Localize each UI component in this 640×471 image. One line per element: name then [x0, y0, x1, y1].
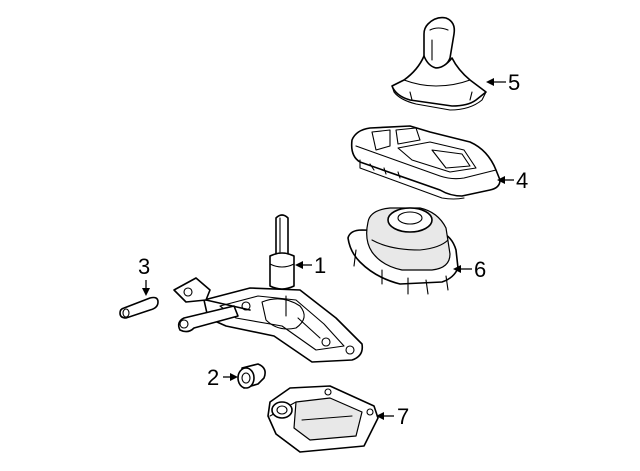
- arrowhead: [497, 176, 505, 184]
- mounting-bracket-part[interactable]: [267, 385, 379, 453]
- arrowhead: [295, 261, 303, 269]
- callout-5[interactable]: 5: [486, 70, 520, 95]
- callout-number: 4: [516, 168, 528, 193]
- arrowhead: [142, 288, 150, 296]
- shift-knob-and-boot-part[interactable]: [391, 16, 487, 111]
- callout-6[interactable]: 6: [453, 257, 486, 282]
- arrowhead: [230, 373, 238, 381]
- callout-7[interactable]: 7: [376, 404, 409, 429]
- callout-2[interactable]: 2: [207, 365, 238, 390]
- callout-number: 1: [314, 253, 326, 278]
- console-bezel-part[interactable]: [350, 125, 501, 200]
- inner-boot-part[interactable]: [347, 207, 459, 295]
- callout-number: 2: [207, 365, 219, 390]
- arrowhead: [453, 265, 461, 273]
- callout-1[interactable]: 1: [295, 253, 326, 278]
- arrowhead: [486, 78, 494, 86]
- shifter-assembly-part[interactable]: [173, 214, 364, 363]
- callout-number: 3: [138, 254, 150, 279]
- pin-part[interactable]: [119, 296, 159, 319]
- callout-4[interactable]: 4: [497, 168, 528, 193]
- callout-number: 5: [508, 70, 520, 95]
- callout-number: 7: [397, 404, 409, 429]
- callout-number: 6: [474, 257, 486, 282]
- bushing-part[interactable]: [237, 363, 266, 389]
- callout-3[interactable]: 3: [138, 254, 150, 296]
- arrowhead: [376, 412, 384, 420]
